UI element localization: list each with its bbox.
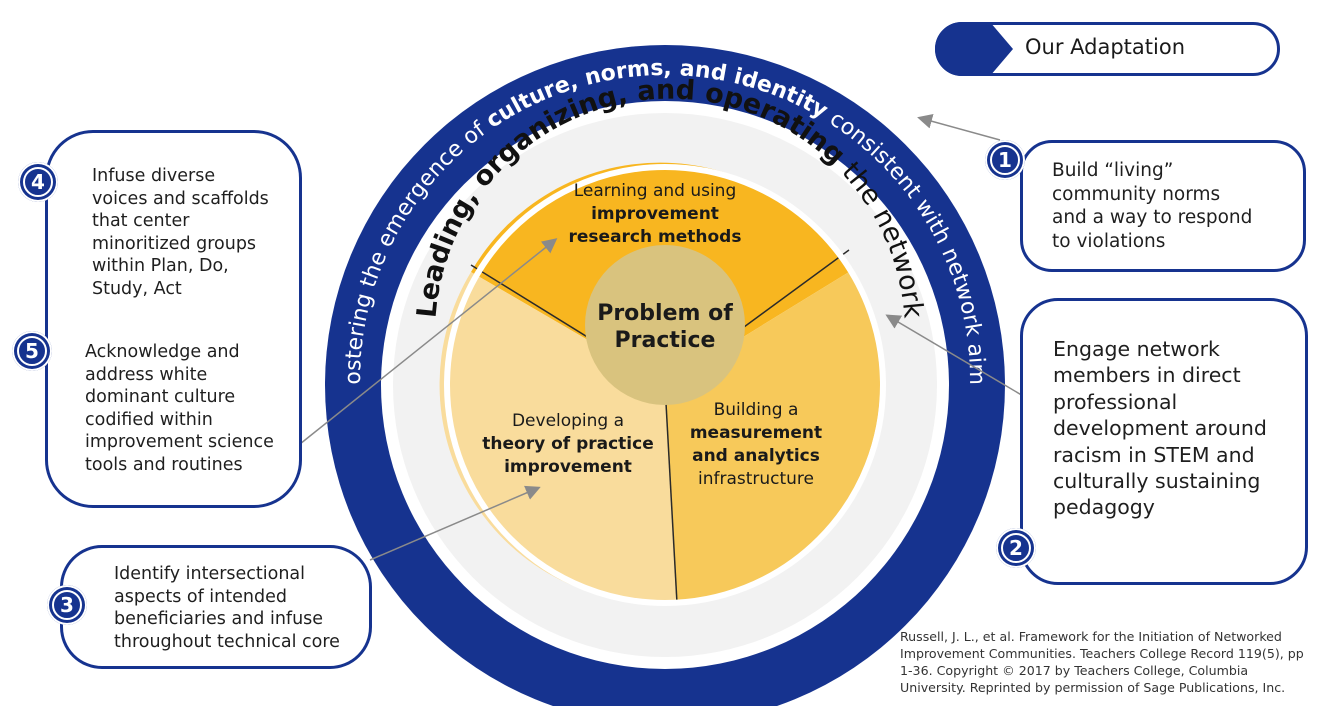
badge-3-number: 3 bbox=[52, 590, 82, 620]
right-sector-line2: measurement bbox=[690, 423, 822, 443]
callout-3-text: Identify intersectional aspects of inten… bbox=[114, 563, 340, 653]
callout-4-line: voices and scaffolds bbox=[92, 188, 269, 209]
right-sector-line1: Building a bbox=[714, 400, 799, 420]
left-sector-line2: theory of practice bbox=[482, 434, 653, 454]
callout-2-line: culturally sustaining bbox=[1053, 469, 1261, 494]
callout-5-line: tools and routines bbox=[85, 454, 243, 475]
arrow-c3 bbox=[369, 485, 541, 561]
callout-1-line: community norms bbox=[1052, 183, 1221, 205]
badge-4-number: 4 bbox=[23, 167, 53, 197]
callout-2-line: development around bbox=[1053, 416, 1267, 441]
badge-1-icon: 1 bbox=[985, 140, 1025, 180]
right-sector-line4: infrastructure bbox=[698, 469, 814, 489]
callout-2-line: racism in STEM and bbox=[1053, 442, 1255, 467]
core-border bbox=[444, 164, 886, 606]
callout-2-line: pedagogy bbox=[1053, 495, 1155, 520]
center-label-line2: Practice bbox=[615, 328, 716, 353]
callout-3-box bbox=[60, 545, 372, 669]
callout-5-line: Acknowledge and bbox=[85, 342, 240, 362]
badge-1-number: 1 bbox=[990, 145, 1020, 175]
callout-3-line: beneficiaries and infuse bbox=[114, 609, 324, 629]
callout-1-line: and a way to respond bbox=[1052, 207, 1253, 228]
callout-4-text: Infuse diverse voices and scaffolds that… bbox=[92, 165, 269, 300]
badge-5-icon: 5 bbox=[12, 331, 52, 371]
our-adaptation-label: Our Adaptation bbox=[1025, 35, 1186, 59]
callout-2-line: professional bbox=[1053, 389, 1178, 414]
callout-1-box bbox=[1020, 140, 1306, 272]
citation-line: Improvement Communities. Teachers Colleg… bbox=[900, 646, 1304, 661]
top-sector-line3: research methods bbox=[569, 227, 742, 247]
callout-4-5-box bbox=[45, 130, 302, 508]
badge-5-number: 5 bbox=[17, 336, 47, 366]
adaptation-arrow-icon bbox=[935, 22, 1013, 76]
callout-2-line: members in direct bbox=[1053, 363, 1241, 388]
badge-2-icon: 2 bbox=[996, 528, 1036, 568]
callout-5-line: improvement science bbox=[85, 432, 274, 452]
citation-line: University. Reprinted by permission of S… bbox=[900, 680, 1286, 695]
badge-2-number: 2 bbox=[1001, 533, 1031, 563]
callout-4-line: Infuse diverse bbox=[92, 166, 216, 186]
callout-4-line: that center bbox=[92, 211, 190, 231]
callout-2-box bbox=[1020, 298, 1308, 585]
arrow-c1 bbox=[917, 113, 1001, 141]
top-sector-line1: Learning and using bbox=[574, 181, 737, 201]
badge-4-icon: 4 bbox=[18, 162, 58, 202]
callout-5-line: address white bbox=[85, 364, 208, 385]
citation-line: 1-36. Copyright © 2017 by Teachers Colle… bbox=[900, 663, 1249, 678]
right-sector-line3: and analytics bbox=[692, 446, 820, 466]
left-sector-line3: improvement bbox=[504, 457, 632, 477]
callout-5-line: dominant culture bbox=[85, 387, 236, 407]
top-sector-line2: improvement bbox=[591, 204, 719, 224]
callout-5-text: Acknowledge and address white dominant c… bbox=[85, 341, 274, 476]
callout-1-text: Build “living” community norms and a way… bbox=[1052, 159, 1252, 253]
problem-of-practice-circle bbox=[585, 245, 745, 405]
callout-1-line: to violations bbox=[1052, 230, 1166, 252]
left-sector-line1: Developing a bbox=[512, 411, 624, 431]
callout-3-line: Identify intersectional bbox=[114, 564, 306, 584]
center-label-line1: Problem of bbox=[597, 301, 733, 326]
callout-4-line: within Plan, Do, bbox=[92, 256, 229, 276]
callout-2-text: Engage network members in direct profess… bbox=[1053, 336, 1267, 521]
sector-divider-3 bbox=[664, 384, 678, 604]
citation: Russell, J. L., et al. Framework for the… bbox=[900, 628, 1310, 696]
arrow-c5 bbox=[279, 238, 558, 461]
callout-5-line: codified within bbox=[85, 409, 213, 430]
callout-2-line: Engage network bbox=[1053, 337, 1220, 361]
callout-3-line: aspects of intended bbox=[114, 586, 287, 607]
badge-3-icon: 3 bbox=[47, 585, 87, 625]
citation-line: Russell, J. L., et al. Framework for the… bbox=[900, 629, 1282, 644]
callout-4-line: Study, Act bbox=[92, 278, 182, 299]
callout-4-line: minoritized groups bbox=[92, 233, 257, 254]
arrow-c2 bbox=[885, 314, 1031, 401]
callout-1-line: Build “living” bbox=[1052, 160, 1174, 181]
sector-theory bbox=[439, 272, 676, 603]
callout-3-line: throughout technical core bbox=[114, 631, 340, 652]
